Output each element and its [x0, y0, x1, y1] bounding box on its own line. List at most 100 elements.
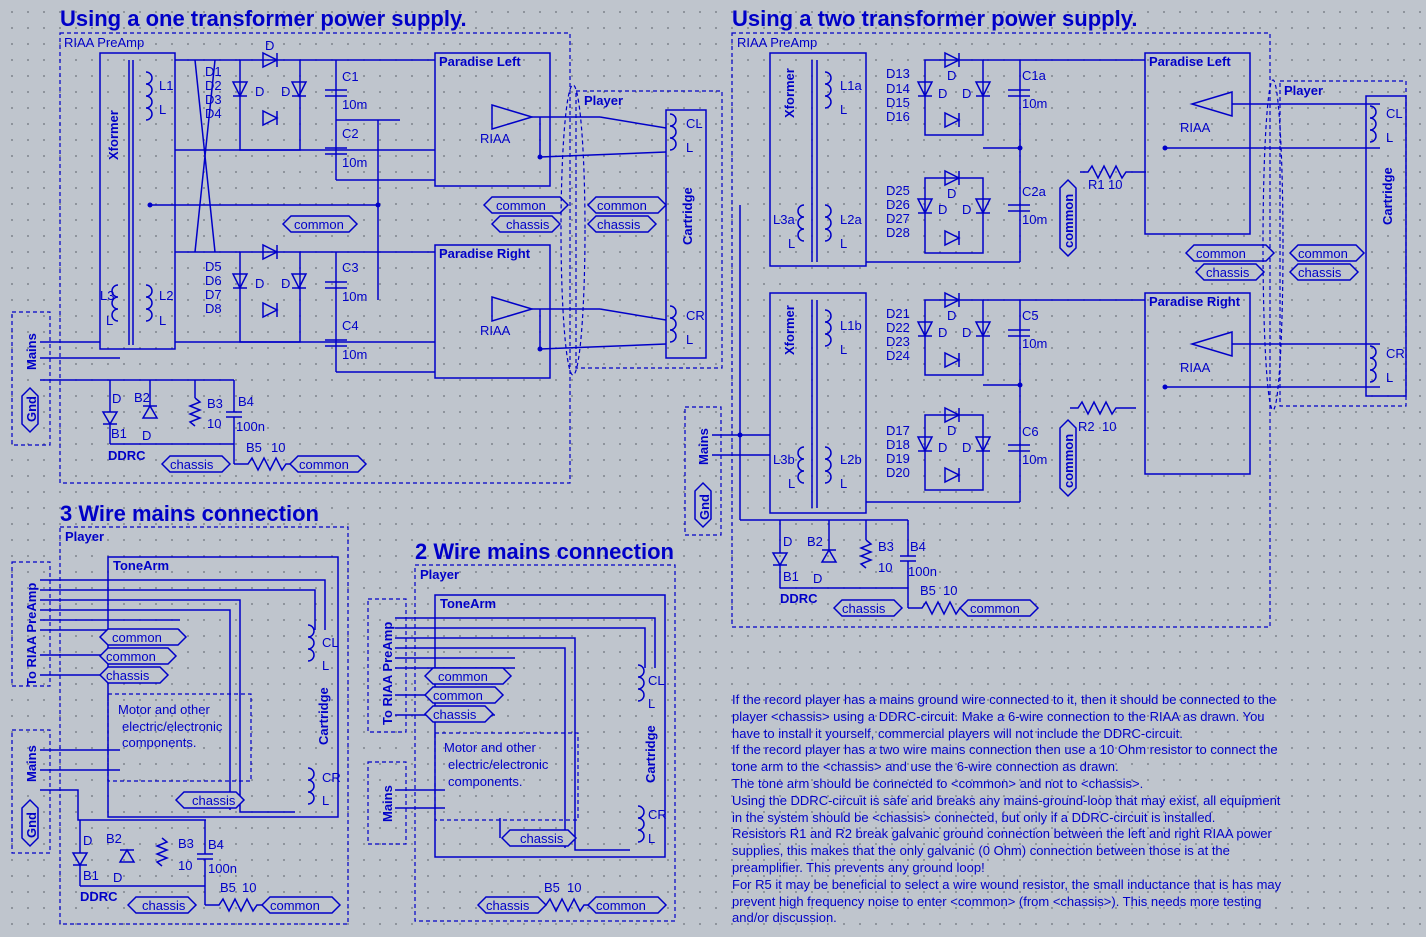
svg-text:D21: D21	[886, 306, 910, 321]
svg-text:D15: D15	[886, 95, 910, 110]
svg-text:Xformer: Xformer	[782, 68, 797, 118]
svg-text:B1: B1	[111, 426, 127, 441]
player-frame-3	[59, 526, 349, 925]
mains-box-1	[11, 311, 51, 446]
mains-box-3	[11, 729, 51, 854]
mains-box-4	[367, 761, 407, 845]
inductor-l3	[111, 284, 119, 322]
title-two-transformer: Using a two transformer power supply.	[732, 6, 1137, 31]
svg-text:D: D	[83, 833, 92, 848]
svg-text:chassis: chassis	[433, 707, 477, 722]
ddrc-diode-1	[101, 411, 119, 426]
svg-text:L: L	[788, 476, 795, 491]
svg-text:10m: 10m	[342, 347, 367, 362]
svg-text:B3: B3	[878, 539, 894, 554]
note-line: Using the DDRC-circuit is safe and break…	[732, 793, 1281, 808]
svg-text:B1: B1	[783, 569, 799, 584]
svg-text:DDRC: DDRC	[80, 889, 118, 904]
svg-text:B2: B2	[106, 831, 122, 846]
svg-text:D20: D20	[886, 465, 910, 480]
svg-text:B5: B5	[544, 880, 560, 895]
svg-text:10: 10	[178, 858, 192, 873]
svg-text:chassis: chassis	[170, 457, 214, 472]
svg-text:D2: D2	[205, 78, 222, 93]
svg-text:L: L	[159, 102, 166, 117]
svg-text:L3a: L3a	[773, 212, 795, 227]
svg-text:common: common	[294, 217, 344, 232]
xformer-label-1: Xformer	[106, 110, 121, 160]
svg-text:D13: D13	[886, 66, 910, 81]
svg-text:D22: D22	[886, 320, 910, 335]
svg-text:D27: D27	[886, 211, 910, 226]
svg-text:C1a: C1a	[1022, 68, 1047, 83]
svg-text:L: L	[840, 342, 847, 357]
common-flag-1	[281, 215, 359, 233]
player-frame-4	[414, 564, 676, 922]
svg-text:chassis: chassis	[1298, 265, 1342, 280]
svg-text:B4: B4	[910, 539, 926, 554]
notes-block: If the record player has a mains ground …	[732, 692, 1282, 925]
svg-text:10m: 10m	[1022, 336, 1047, 351]
svg-text:L: L	[840, 476, 847, 491]
svg-text:Cartridge: Cartridge	[316, 687, 331, 745]
svg-text:electric/electronic: electric/electronic	[448, 757, 549, 772]
to-riaa-box-3	[11, 561, 51, 687]
svg-text:L: L	[788, 236, 795, 251]
svg-text:D19: D19	[886, 451, 910, 466]
svg-text:CL: CL	[1386, 106, 1403, 121]
svg-text:Gnd: Gnd	[24, 812, 39, 838]
svg-text:common: common	[270, 898, 320, 913]
note-line: Resistors R1 and R2 break galvanic groun…	[732, 826, 1272, 841]
svg-text:D28: D28	[886, 225, 910, 240]
svg-text:D5: D5	[205, 259, 222, 274]
svg-text:L: L	[159, 313, 166, 328]
svg-text:D: D	[783, 534, 792, 549]
svg-text:Paradise Left: Paradise Left	[1149, 54, 1231, 69]
svg-text:common: common	[1196, 246, 1246, 261]
svg-text:D: D	[947, 423, 956, 438]
svg-text:L: L	[686, 140, 693, 155]
svg-text:CR: CR	[322, 770, 341, 785]
svg-text:common: common	[106, 649, 156, 664]
svg-text:common: common	[1061, 194, 1076, 248]
svg-text:Mains: Mains	[380, 785, 395, 822]
svg-text:10: 10	[1102, 419, 1116, 434]
svg-text:chassis: chassis	[520, 831, 564, 846]
svg-text:D: D	[962, 325, 971, 340]
svg-text:D: D	[255, 84, 264, 99]
svg-text:chassis: chassis	[192, 793, 236, 808]
svg-text:10: 10	[242, 880, 256, 895]
svg-text:B3: B3	[178, 836, 194, 851]
svg-text:L2b: L2b	[840, 452, 862, 467]
svg-text:Xformer: Xformer	[782, 305, 797, 355]
svg-text:common: common	[596, 898, 646, 913]
svg-text:C6: C6	[1022, 424, 1039, 439]
svg-text:common: common	[1298, 246, 1348, 261]
svg-text:C5: C5	[1022, 308, 1039, 323]
svg-text:chassis: chassis	[597, 217, 641, 232]
svg-text:common: common	[433, 688, 483, 703]
note-line: tone arm to the <chassis> and use the 6-…	[732, 759, 1119, 774]
svg-text:Mains: Mains	[696, 428, 711, 465]
riaa-preamp-label-1: RIAA PreAmp	[64, 35, 144, 50]
riaa-preamp-frame-2	[731, 32, 1271, 628]
svg-text:D: D	[938, 202, 947, 217]
svg-text:electric/electronic: electric/electronic	[122, 719, 223, 734]
inductor-l1	[145, 71, 153, 121]
cartridge-box-2	[1365, 95, 1407, 397]
svg-text:L: L	[648, 831, 655, 846]
svg-text:L1b: L1b	[840, 318, 862, 333]
svg-text:L3b: L3b	[773, 452, 795, 467]
opamp-left-1	[491, 103, 535, 131]
svg-text:chassis: chassis	[842, 601, 886, 616]
svg-text:Cartridge: Cartridge	[1380, 167, 1395, 225]
resistor-b3-1	[187, 397, 203, 427]
bridge-1	[239, 59, 301, 151]
xformer-box-1	[99, 52, 176, 350]
svg-text:L: L	[840, 236, 847, 251]
svg-text:C4: C4	[342, 318, 359, 333]
tonearm-box-4	[434, 594, 666, 858]
svg-text:10: 10	[567, 880, 581, 895]
title-three-wire: 3 Wire mains connection	[60, 501, 319, 526]
